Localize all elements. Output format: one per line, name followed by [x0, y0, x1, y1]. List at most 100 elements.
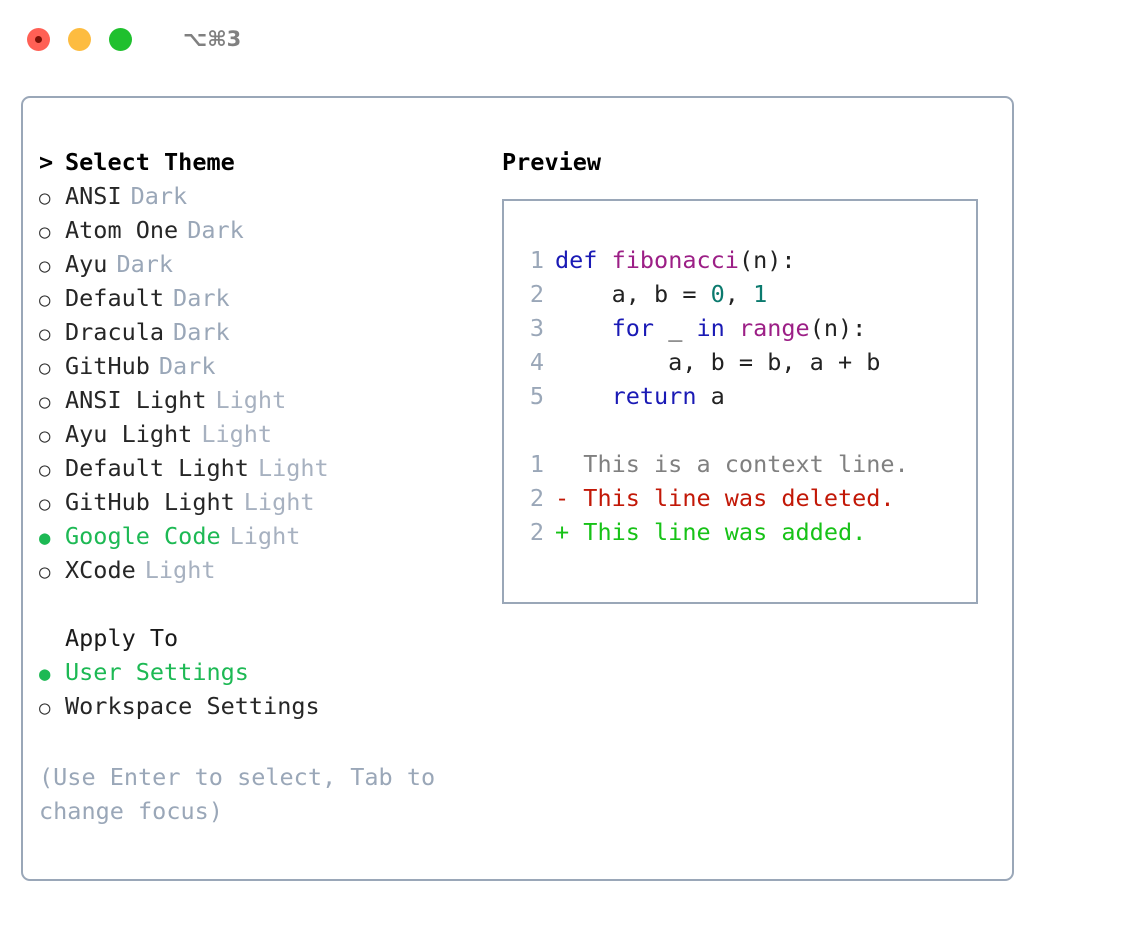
theme-picker-heading-label: Select Theme: [65, 148, 235, 176]
code-line: 4 a, b = b, a + b: [515, 345, 909, 379]
theme-picker-heading: > Select Theme: [39, 148, 499, 182]
code-token: range: [738, 314, 810, 342]
radio-unselected-icon[interactable]: ○: [39, 187, 51, 209]
radio-unselected-icon[interactable]: ○: [39, 425, 51, 447]
theme-list-item-label: ANSI: [65, 182, 122, 210]
preview-title: Preview: [502, 148, 602, 176]
theme-list-item-label: XCode: [65, 556, 136, 584]
theme-list-item[interactable]: ○ ANSI Light Light: [39, 386, 499, 420]
code-token: return: [611, 382, 697, 410]
radio-unselected-icon[interactable]: ○: [39, 697, 51, 719]
radio-selected-icon[interactable]: ●: [39, 527, 51, 549]
line-number: 2: [529, 280, 544, 308]
selection-arrow-icon: >: [39, 148, 54, 176]
apply-to-heading: Apply To: [39, 624, 499, 658]
keyboard-hint-text: (Use Enter to select, Tab to change focu…: [39, 763, 436, 825]
code-token: for: [611, 314, 655, 342]
radio-unselected-icon[interactable]: ○: [39, 561, 51, 583]
theme-list-item[interactable]: ○ Ayu Dark: [39, 250, 499, 284]
theme-list-item-label: Ayu: [65, 250, 108, 278]
code-token: _: [654, 314, 697, 342]
theme-list-item[interactable]: ● Google Code Light: [39, 522, 499, 556]
radio-unselected-icon[interactable]: ○: [39, 255, 51, 277]
theme-list-item-label: GitHub Light: [65, 488, 235, 516]
theme-list-item-label: Dracula: [65, 318, 165, 346]
theme-list-item-label: Google Code: [65, 522, 221, 550]
code-token: (n):: [738, 246, 796, 274]
theme-list-item[interactable]: ○ GitHub Light Light: [39, 488, 499, 522]
diff-line-text: This is a context line.: [555, 450, 909, 478]
theme-variant-badge: Dark: [158, 352, 216, 380]
code-line: 5 return a: [515, 379, 909, 413]
radio-unselected-icon[interactable]: ○: [39, 459, 51, 481]
theme-variant-badge: Light: [201, 420, 273, 448]
theme-variant-badge: Light: [229, 522, 301, 550]
diff-line: 1 This is a context line.: [515, 447, 909, 481]
code-line: 3 for _ in range(n):: [515, 311, 909, 345]
theme-list-item-label: Atom One: [65, 216, 179, 244]
diff-line: 2- This line was deleted.: [515, 481, 909, 515]
apply-to-item[interactable]: ○ Workspace Settings: [39, 692, 499, 726]
theme-list-item[interactable]: ○ Default Dark: [39, 284, 499, 318]
theme-variant-badge: Dark: [130, 182, 188, 210]
apply-to-item-label: User Settings: [65, 658, 249, 686]
radio-selected-icon[interactable]: ●: [39, 663, 51, 685]
code-token: in: [696, 314, 725, 342]
window-controls: [27, 27, 132, 51]
theme-list-item-label: Default: [65, 284, 165, 312]
radio-unselected-icon[interactable]: ○: [39, 289, 51, 311]
code-token: ,: [724, 280, 754, 308]
apply-to-item[interactable]: ● User Settings: [39, 658, 499, 692]
theme-variant-badge: Light: [243, 488, 315, 516]
theme-variant-badge: Dark: [116, 250, 174, 278]
theme-list-item-label: Default Light: [65, 454, 249, 482]
diff-line-text: - This line was deleted.: [555, 484, 895, 512]
theme-variant-badge: Light: [215, 386, 287, 414]
diff-line-text: + This line was added.: [555, 518, 867, 546]
theme-list-item[interactable]: ○ Ayu Light Light: [39, 420, 499, 454]
apply-to-item-label: Workspace Settings: [65, 692, 320, 720]
radio-unselected-icon[interactable]: ○: [39, 323, 51, 345]
diff-line: 2 + This line was added.: [515, 515, 909, 549]
code-token: def: [555, 246, 598, 274]
theme-list-item-label: GitHub: [65, 352, 150, 380]
code-token: a, b =: [555, 280, 711, 308]
code-token: (n):: [809, 314, 867, 342]
theme-variant-badge: Dark: [173, 284, 230, 312]
radio-unselected-icon[interactable]: ○: [39, 221, 51, 243]
line-number: 2: [529, 518, 544, 546]
code-token: [555, 314, 612, 342]
keyboard-shortcut-label: ⌥⌘3: [183, 27, 242, 51]
line-number: 5: [529, 382, 544, 410]
minimize-button[interactable]: [68, 27, 91, 51]
maximize-button[interactable]: [109, 27, 132, 51]
line-number: 1: [529, 246, 544, 274]
code-token: [725, 314, 739, 342]
code-token: [555, 382, 612, 410]
code-token: a: [696, 382, 725, 410]
line-number: 3: [529, 314, 544, 342]
theme-list-item-label: Ayu Light: [65, 420, 193, 448]
theme-list-item-label: ANSI Light: [65, 386, 207, 414]
theme-list-item[interactable]: ○ GitHub Dark: [39, 352, 499, 386]
code-token: 0: [710, 280, 725, 308]
radio-unselected-icon[interactable]: ○: [39, 391, 51, 413]
radio-unselected-icon[interactable]: ○: [39, 493, 51, 515]
radio-unselected-icon[interactable]: ○: [39, 357, 51, 379]
theme-list-item[interactable]: ○ ANSI Dark: [39, 182, 499, 216]
close-button[interactable]: [27, 27, 50, 51]
code-token: a, b = b, a + b: [555, 348, 881, 376]
apply-to-list: ● User Settings ○ Workspace Settings: [39, 658, 499, 726]
